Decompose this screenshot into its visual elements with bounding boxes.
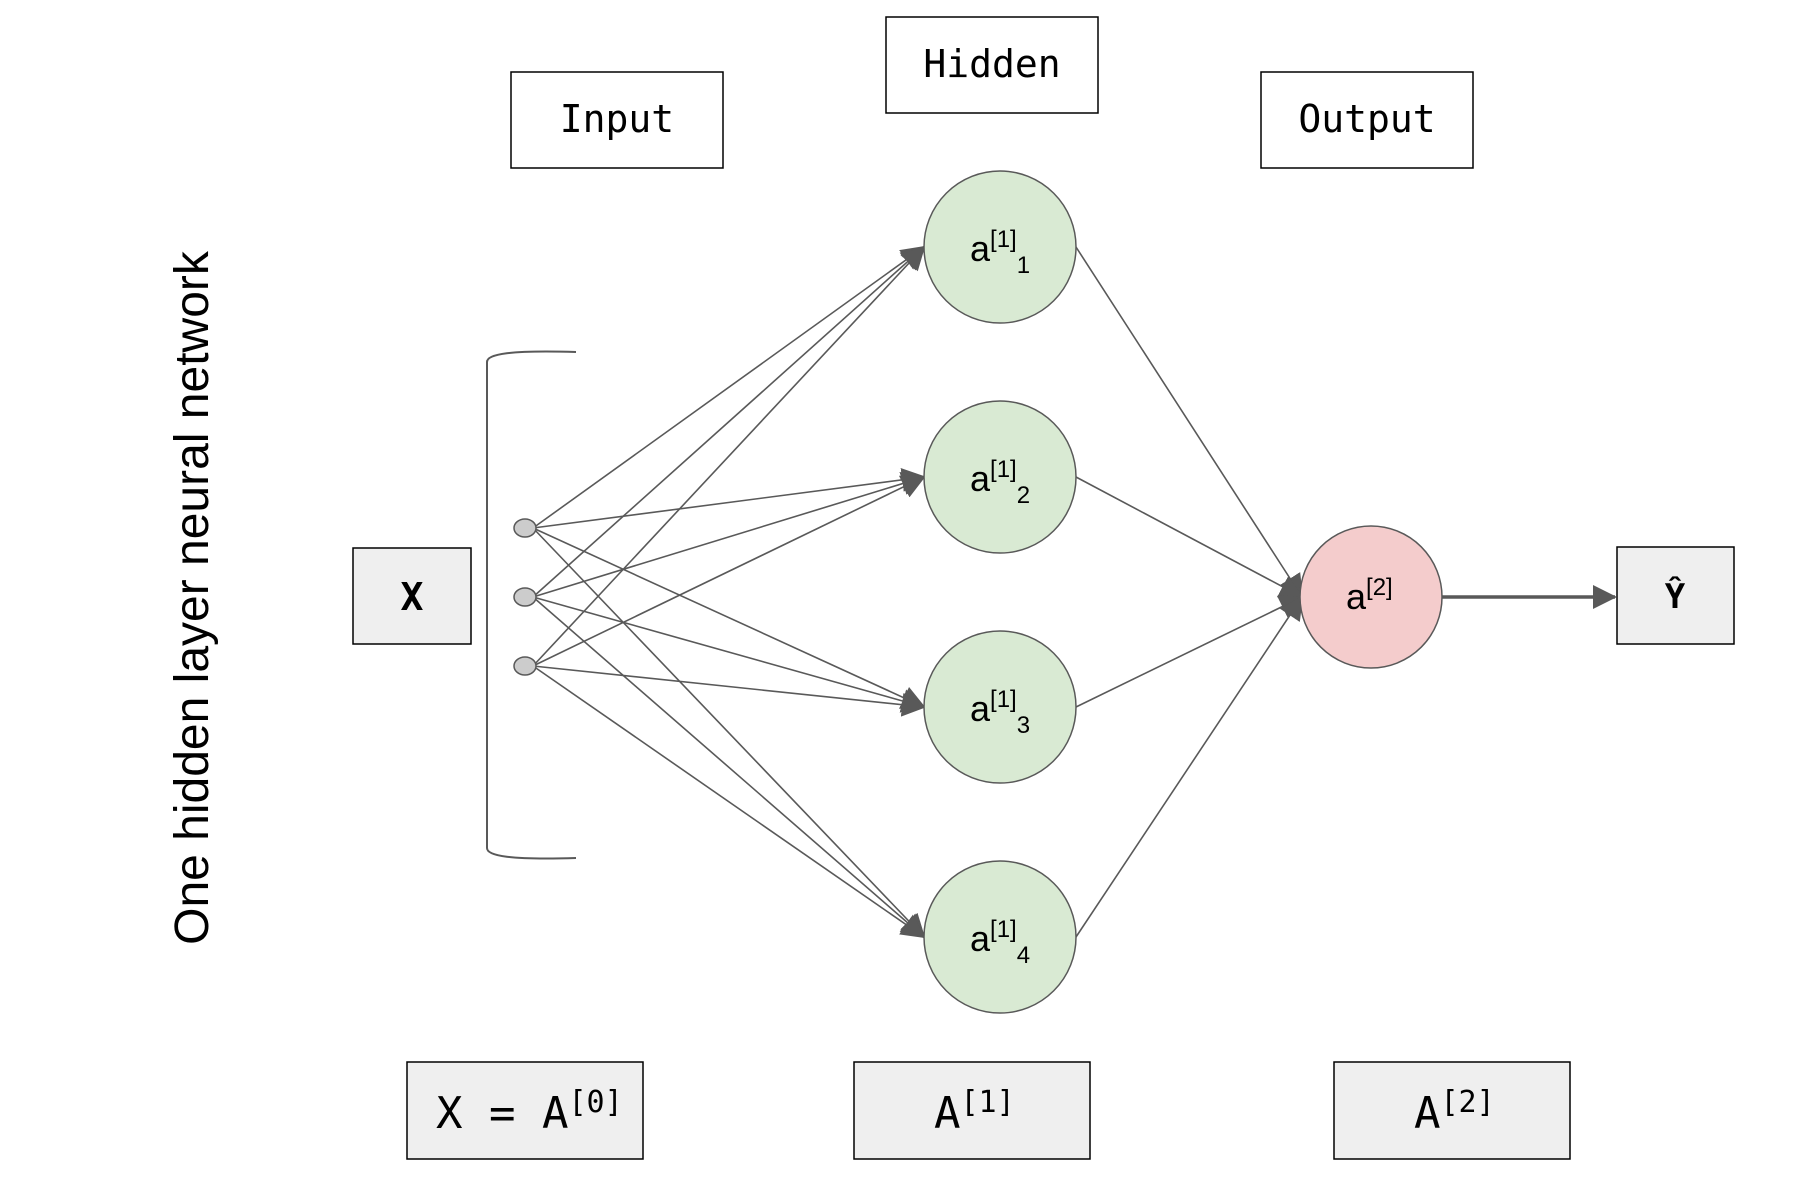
hidden-node-3-base: a — [970, 688, 991, 729]
bottom-label-a2: A[2] — [1333, 1061, 1571, 1160]
svg-text:a[1]4: a[1]4 — [970, 916, 1030, 969]
output-node-sup: [2] — [1366, 574, 1393, 601]
side-title: One hidden layer neural network — [166, 250, 219, 945]
output-box: Ŷ — [1616, 546, 1735, 645]
header-hidden-label: Hidden — [923, 42, 1060, 86]
bottom-label-a2-base: A — [1414, 1088, 1441, 1139]
hidden-node-4-sub: 4 — [1017, 942, 1030, 969]
bottom-label-a1-sup: [1] — [961, 1085, 1015, 1120]
edge-input-2-to-hidden-4 — [532, 596, 926, 939]
bottom-label-a1-base: A — [934, 1088, 961, 1139]
hidden-node-1-base: a — [970, 228, 991, 269]
header-hidden: Hidden — [885, 16, 1099, 114]
output-node: a[2] — [1299, 525, 1443, 669]
svg-text:a[1]1: a[1]1 — [970, 226, 1030, 279]
edge-input-1-to-hidden-4 — [532, 527, 926, 939]
bottom-label-a0-sup: [0] — [568, 1085, 622, 1120]
input-box: X — [352, 547, 472, 645]
edge-hidden-3-to-output — [1075, 595, 1304, 708]
svg-text:A[2]: A[2] — [1414, 1085, 1495, 1139]
edge-hidden-1-to-output — [1075, 246, 1304, 599]
output-box-label: Ŷ — [1665, 576, 1686, 617]
input-node — [513, 518, 537, 538]
svg-text:a[1]2: a[1]2 — [970, 456, 1030, 509]
hidden-node-2-base: a — [970, 458, 991, 499]
hidden-node-3-sup: [1] — [990, 686, 1017, 713]
hidden-node-3: a[1]3 — [923, 630, 1077, 784]
hidden-output-edges — [1075, 246, 1304, 938]
hidden-node-1: a[1]1 — [923, 170, 1077, 324]
bottom-label-a2-sup: [2] — [1441, 1085, 1495, 1120]
edge-input-3-to-hidden-1 — [532, 245, 926, 667]
input-hidden-edges — [532, 245, 926, 939]
hidden-node-1-sup: [1] — [990, 226, 1017, 253]
header-output: Output — [1260, 71, 1474, 169]
bottom-label-a1: A[1] — [853, 1061, 1091, 1160]
output-node-base: a — [1346, 576, 1367, 617]
edge-input-1-to-hidden-2 — [532, 467, 926, 529]
header-output-label: Output — [1298, 97, 1435, 141]
hidden-node-2-sup: [1] — [990, 456, 1017, 483]
edge-input-3-to-hidden-4 — [532, 665, 926, 939]
svg-text:X = A[0]: X = A[0] — [436, 1085, 623, 1139]
edge-hidden-2-to-output — [1075, 476, 1304, 598]
input-bracket — [486, 350, 577, 860]
input-node — [513, 656, 537, 676]
input-box-label: X — [401, 575, 424, 619]
edge-input-1-to-hidden-3 — [532, 527, 926, 709]
bottom-label-a0: X = A[0] — [406, 1061, 644, 1160]
hidden-node-4-sup: [1] — [990, 916, 1017, 943]
header-input: Input — [510, 71, 724, 169]
svg-text:a[2]: a[2] — [1346, 574, 1393, 617]
edge-input-2-to-hidden-3 — [532, 596, 926, 713]
edge-input-3-to-hidden-2 — [532, 475, 926, 667]
edge-hidden-4-to-output — [1075, 595, 1304, 938]
edge-input-3-to-hidden-3 — [532, 665, 926, 717]
hidden-node-4-base: a — [970, 918, 991, 959]
edge-input-2-to-hidden-2 — [532, 471, 926, 598]
bottom-label-a0-base: X = A — [436, 1088, 568, 1139]
hidden-node-2: a[1]2 — [923, 400, 1077, 554]
hidden-node-2-sub: 2 — [1017, 482, 1030, 509]
svg-text:A[1]: A[1] — [934, 1085, 1015, 1139]
input-node — [513, 587, 537, 607]
input-node-group — [513, 518, 537, 676]
hidden-node-4: a[1]4 — [923, 860, 1077, 1014]
hidden-node-3-sub: 3 — [1017, 712, 1030, 739]
svg-text:a[1]3: a[1]3 — [970, 686, 1030, 739]
hidden-node-1-sub: 1 — [1017, 252, 1030, 279]
edge-input-2-to-hidden-1 — [532, 245, 926, 598]
header-input-label: Input — [560, 97, 674, 141]
edge-input-1-to-hidden-1 — [532, 245, 926, 529]
